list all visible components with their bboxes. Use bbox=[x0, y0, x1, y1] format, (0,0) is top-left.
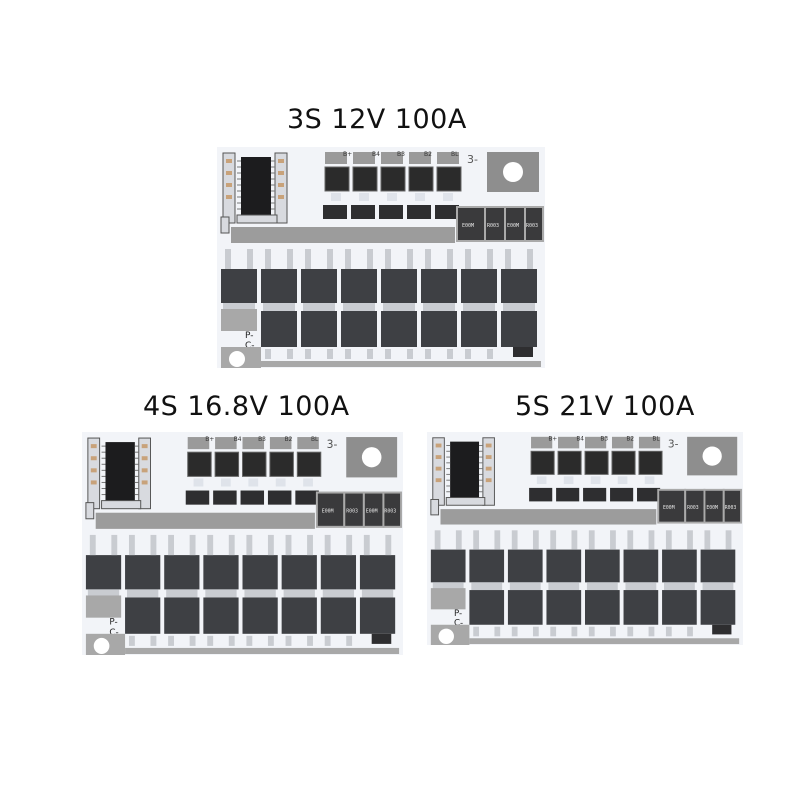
svg-text:B4: B4 bbox=[576, 437, 584, 443]
svg-text:3-: 3- bbox=[467, 153, 478, 166]
svg-text:R003: R003 bbox=[384, 509, 396, 515]
svg-text:3-: 3- bbox=[327, 438, 338, 451]
svg-text:B+: B+ bbox=[548, 437, 557, 443]
bms-ic-chip bbox=[241, 157, 271, 217]
svg-text:BL: BL bbox=[652, 437, 660, 443]
svg-text:R003: R003 bbox=[346, 509, 358, 515]
svg-text:B3: B3 bbox=[258, 436, 266, 443]
svg-text:BL: BL bbox=[311, 436, 319, 443]
pcb-board-3s: B+ B4 B3 B2 BL 3- bbox=[217, 147, 545, 368]
product-title-3s: 3S 12V 100A bbox=[287, 104, 467, 135]
pcb-board-5s: B+ B4 B3 B2 BL 3- E00M bbox=[427, 432, 743, 645]
svg-text:B+: B+ bbox=[205, 436, 214, 443]
svg-text:E00M: E00M bbox=[507, 223, 519, 229]
svg-text:E00M: E00M bbox=[366, 509, 378, 515]
svg-text:B3: B3 bbox=[397, 151, 405, 158]
svg-text:B+: B+ bbox=[343, 151, 352, 158]
product-title-4s: 4S 16.8V 100A bbox=[143, 391, 350, 422]
svg-text:BL: BL bbox=[451, 151, 459, 158]
pcb-board-4s: B+ B4 B3 B2 BL 3- E00M bbox=[82, 432, 403, 655]
svg-text:R003: R003 bbox=[725, 505, 737, 511]
svg-text:R003: R003 bbox=[687, 505, 699, 511]
svg-text:E00M: E00M bbox=[322, 509, 334, 515]
svg-text:R003: R003 bbox=[487, 223, 499, 229]
svg-text:B2: B2 bbox=[626, 437, 634, 443]
svg-text:B4: B4 bbox=[372, 151, 380, 158]
pcb-board-illustration: B+ B4 B3 B2 BL 3- E00M bbox=[82, 432, 403, 655]
product-title-5s: 5S 21V 100A bbox=[515, 391, 695, 422]
svg-text:P-: P- bbox=[454, 609, 462, 619]
svg-text:R003: R003 bbox=[526, 223, 538, 229]
svg-text:B2: B2 bbox=[424, 151, 432, 158]
svg-text:C-: C- bbox=[245, 341, 255, 351]
svg-text:E00M: E00M bbox=[462, 223, 474, 229]
svg-text:C-: C- bbox=[109, 628, 118, 638]
svg-text:E00M: E00M bbox=[663, 505, 675, 511]
svg-text:B4: B4 bbox=[234, 436, 242, 443]
svg-text:C-: C- bbox=[454, 619, 463, 629]
svg-text:B2: B2 bbox=[285, 436, 293, 443]
pcb-board-illustration: B+ B4 B3 B2 BL 3- E00M bbox=[427, 432, 743, 645]
svg-text:B3: B3 bbox=[600, 437, 608, 443]
svg-text:P-: P- bbox=[109, 618, 117, 628]
svg-text:E00M: E00M bbox=[706, 505, 718, 511]
pcb-board-illustration: B+ B4 B3 B2 BL 3- bbox=[217, 147, 545, 368]
svg-text:3-: 3- bbox=[668, 438, 679, 450]
svg-text:P-: P- bbox=[245, 331, 253, 341]
bms-ic-chip bbox=[105, 442, 135, 503]
bms-ic-chip bbox=[450, 441, 480, 500]
